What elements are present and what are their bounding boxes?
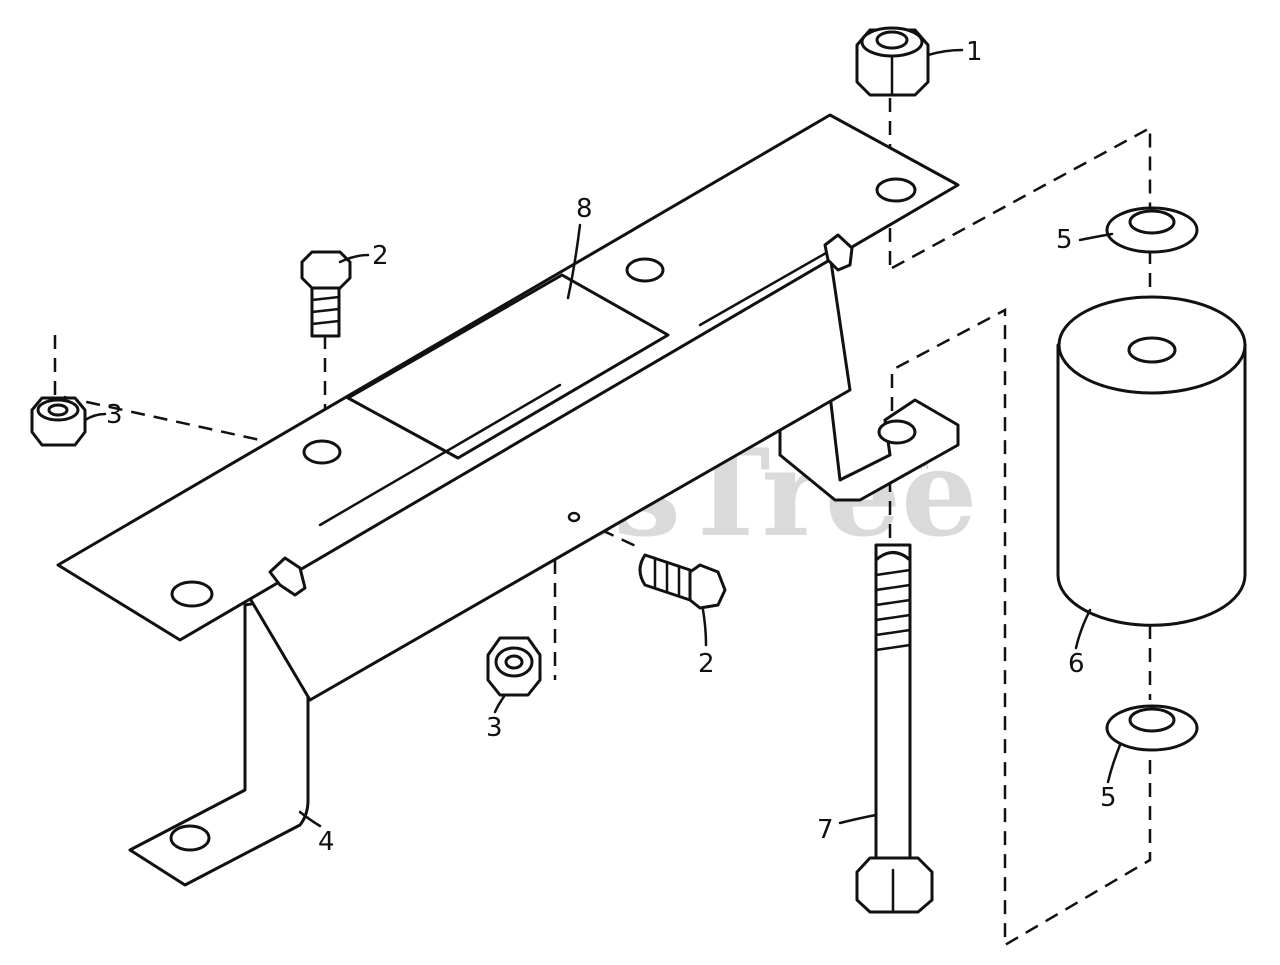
side-hole [567, 511, 581, 523]
rear-bracket [778, 393, 960, 502]
washer-top-hole [1128, 209, 1176, 235]
bar-slot-right [625, 257, 665, 283]
decal-part-8 [346, 273, 670, 460]
main-bar [56, 113, 960, 702]
callout-3-bottom: 3 [486, 713, 503, 743]
callout-7: 7 [817, 815, 834, 845]
front-bracket-hole [169, 824, 211, 852]
rear-tab [823, 233, 854, 272]
nut-part-3-bottom [486, 636, 542, 697]
spacer-hole [1127, 336, 1177, 364]
bolt-part-2-upper [300, 250, 352, 338]
callout-1: 1 [966, 37, 983, 67]
spacer-loop [890, 307, 1152, 948]
bar-slot-left [302, 439, 342, 465]
leader-lines [83, 48, 1122, 828]
bolt-2-lower-head [688, 563, 727, 610]
washer-part-5-bottom [1105, 704, 1199, 752]
callout-2-upper: 2 [372, 241, 389, 271]
callout-2-lower: 2 [698, 649, 715, 679]
callout-6: 6 [1068, 649, 1085, 679]
nut-part-3-left [30, 396, 87, 447]
callouts: 1 2 2 3 3 4 5 5 6 7 8 [106, 37, 1117, 857]
bolt-2-lower-shank [638, 553, 692, 602]
callout-5-bottom: 5 [1100, 783, 1117, 813]
nut-1-hole [875, 30, 909, 50]
callout-8: 8 [576, 194, 593, 224]
bar-hole-front [170, 580, 214, 608]
bar-hole-rear [875, 177, 917, 203]
bolt-7-threads [874, 568, 912, 652]
spacer-part-6 [1056, 295, 1247, 627]
washer-part-5-top [1105, 206, 1199, 254]
rear-bracket-body [778, 393, 960, 502]
nut-part-1 [855, 26, 930, 97]
bolt-7-shank [874, 543, 912, 867]
bolt-part-2-lower [638, 553, 727, 610]
rear-bracket-hole [877, 419, 917, 445]
callout-5-top: 5 [1056, 225, 1073, 255]
bolt-part-7 [855, 543, 934, 914]
nut-3-left-hole [47, 403, 69, 417]
bolt-7-head [855, 856, 934, 914]
callout-3-left: 3 [106, 400, 123, 430]
bolt-7-tip [874, 551, 912, 562]
spacer-body [1056, 343, 1247, 627]
nut-3-left-axis [53, 335, 261, 442]
front-tab [268, 556, 307, 597]
nut-3-bottom-hole [504, 654, 524, 670]
washer-bottom-hole [1128, 707, 1176, 733]
spacer-axis-upper [891, 125, 1152, 270]
bolt-2-upper-head [300, 250, 352, 290]
callout-4: 4 [318, 827, 335, 857]
bar-edge-line [318, 383, 562, 527]
bar-edge-line-right [698, 243, 842, 327]
